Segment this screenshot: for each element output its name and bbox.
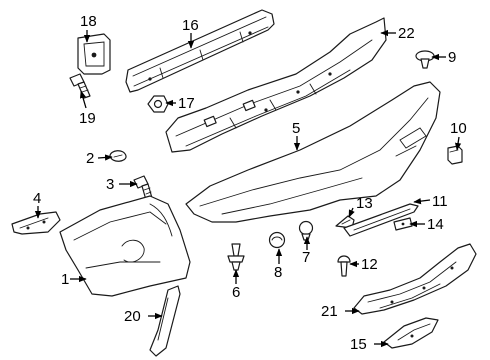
leader-19	[79, 90, 87, 109]
callout-22: 22	[398, 25, 415, 42]
part-15-lower-bracket	[383, 317, 439, 349]
part-5-bumper-cover	[185, 81, 441, 223]
callout-1: 1	[61, 271, 69, 288]
callout-16: 16	[182, 17, 199, 34]
part-12-push-pin	[337, 255, 351, 277]
part-9-clip	[415, 50, 435, 69]
callout-20: 20	[124, 308, 141, 325]
callout-18: 18	[80, 13, 97, 30]
callout-15: 15	[350, 336, 367, 353]
part-7-clip	[298, 220, 314, 241]
callout-11: 11	[432, 193, 448, 210]
part-1-lower-cover	[59, 195, 191, 297]
part-19-bolt	[69, 73, 91, 99]
part-2-retainer	[109, 150, 127, 162]
callout-14: 14	[427, 216, 444, 233]
callout-7: 7	[302, 249, 310, 266]
callout-19: 19	[79, 110, 96, 127]
callout-2: 2	[86, 150, 94, 167]
callout-3: 3	[106, 176, 114, 193]
callout-12: 12	[361, 256, 378, 273]
part-16-reinforcement	[125, 9, 275, 93]
part-14-bracket	[393, 217, 413, 231]
part-20-bracket	[149, 285, 181, 357]
callout-9: 9	[448, 49, 456, 66]
callout-5: 5	[292, 120, 300, 137]
callout-4: 4	[33, 190, 41, 207]
part-10-bracket	[447, 145, 463, 165]
callout-8: 8	[274, 264, 282, 281]
callout-6: 6	[232, 284, 240, 301]
callout-10: 10	[450, 120, 467, 137]
leader-2	[97, 154, 113, 161]
leader-lines	[34, 29, 462, 348]
part-22-impact-absorber	[165, 17, 387, 153]
part-18-bracket	[77, 33, 111, 75]
callout-13: 13	[356, 195, 373, 212]
part-4-side-bracket	[11, 211, 61, 235]
part-11-trim-strip	[343, 203, 419, 237]
part-17-nut	[147, 95, 169, 113]
leader-13	[348, 207, 355, 218]
callout-17: 17	[178, 95, 195, 112]
leader-11	[413, 198, 431, 205]
part-8-cap	[268, 231, 286, 249]
callout-21: 21	[321, 303, 338, 320]
part-21-lower-absorber	[353, 243, 477, 315]
callout-labels: 18 16 22 9 19 17 5 10 2 3 4 13 11 14 6 8…	[33, 13, 467, 353]
leader-10	[454, 136, 462, 151]
part-6-fastener	[227, 243, 245, 271]
